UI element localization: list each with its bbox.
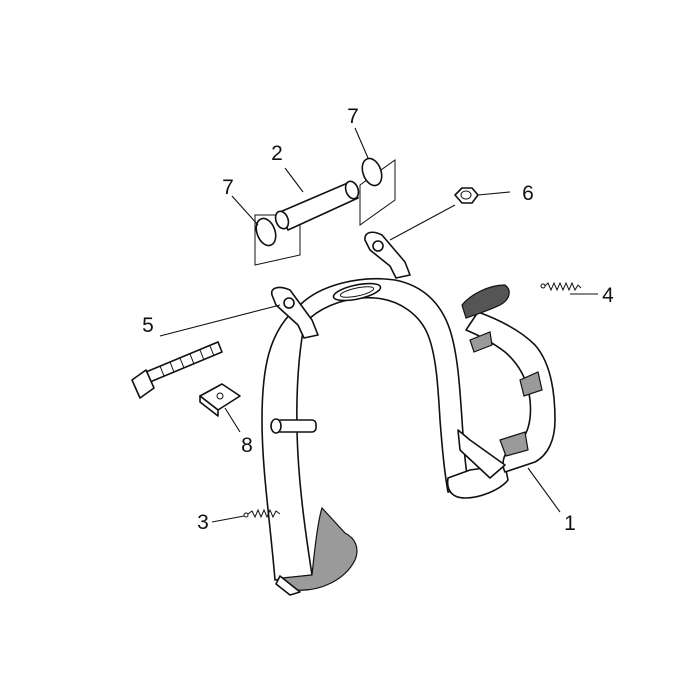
spacer-tube-assembly bbox=[254, 157, 396, 266]
center-stand-frame bbox=[261, 231, 556, 596]
clip-nut bbox=[199, 383, 241, 417]
spring-right bbox=[540, 281, 582, 292]
callout-7-top: 7 bbox=[347, 105, 359, 128]
leader-lines bbox=[159, 127, 598, 523]
bolt bbox=[131, 341, 223, 399]
callout-6: 6 bbox=[522, 182, 534, 205]
callout-4: 4 bbox=[602, 284, 614, 307]
callout-2: 2 bbox=[271, 142, 283, 165]
callout-1: 1 bbox=[564, 512, 576, 535]
callout-7-left: 7 bbox=[222, 176, 234, 199]
callout-3: 3 bbox=[197, 511, 209, 534]
nut bbox=[454, 187, 479, 204]
spring-small bbox=[243, 508, 281, 519]
callout-5: 5 bbox=[142, 314, 154, 337]
callout-8: 8 bbox=[241, 434, 253, 457]
